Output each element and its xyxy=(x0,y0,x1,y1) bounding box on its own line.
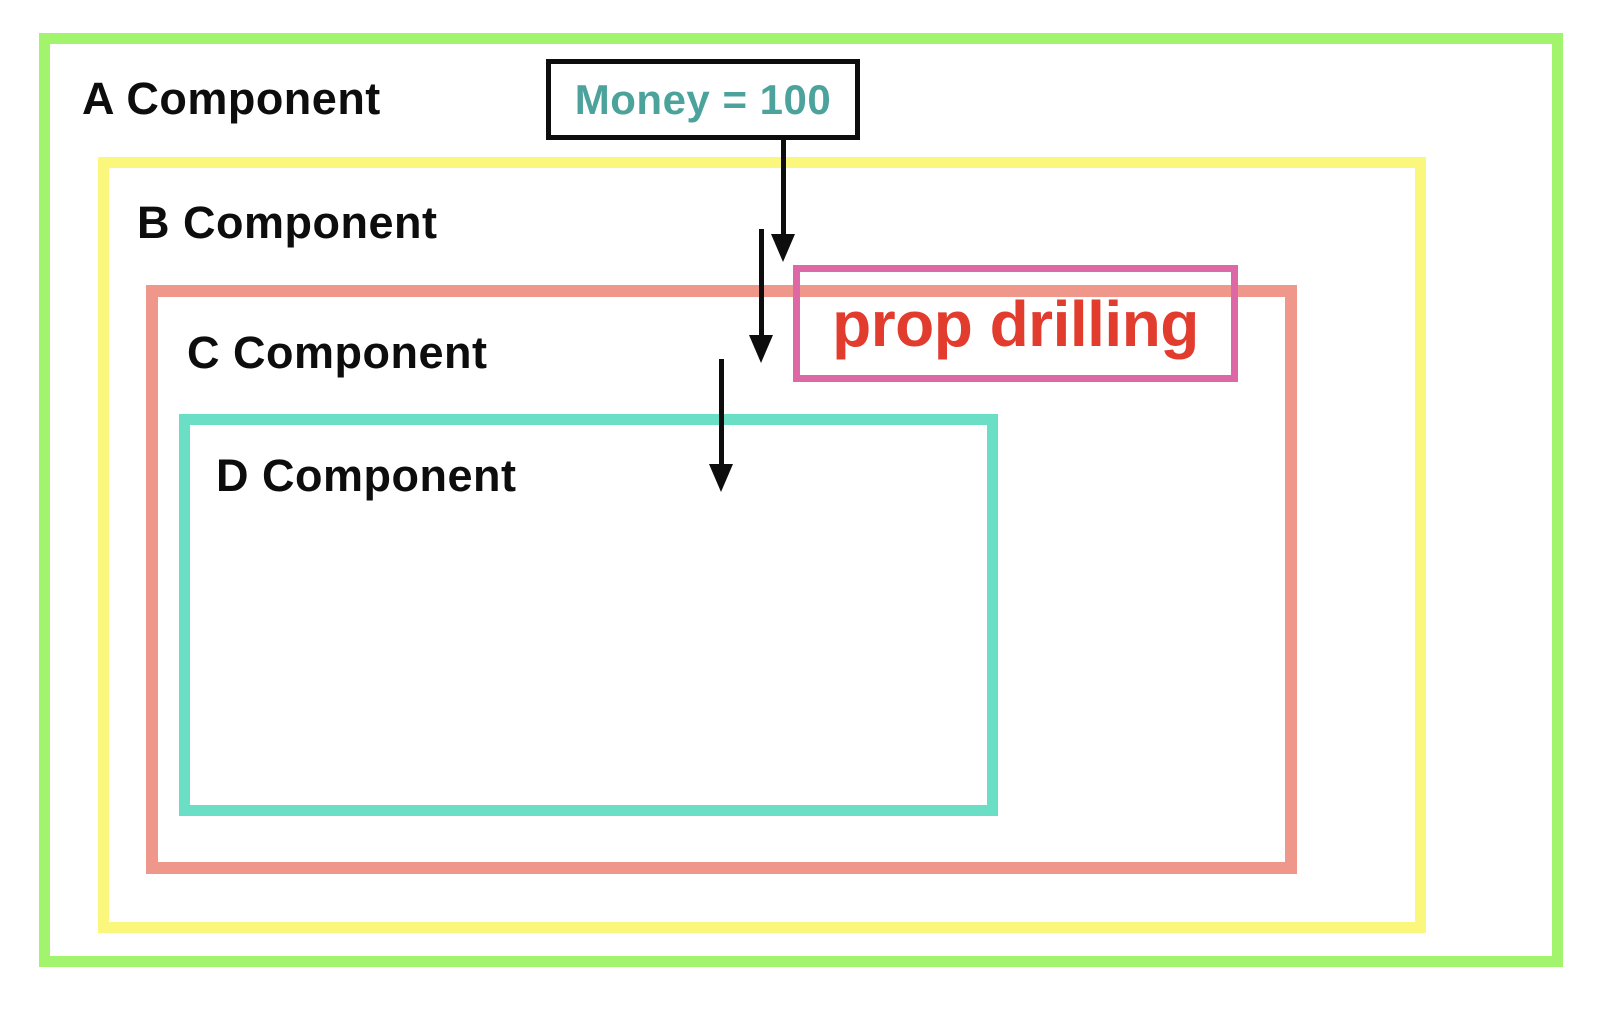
arrowhead-icon xyxy=(709,464,733,492)
arrow-shaft xyxy=(780,140,786,234)
money-value-label: Money = 100 xyxy=(574,75,832,123)
arrowhead-icon xyxy=(771,234,795,262)
component-d-box xyxy=(179,414,998,816)
component-a-label: A Component xyxy=(82,73,381,124)
arrowhead-icon xyxy=(749,335,773,363)
arrow-down-3-icon xyxy=(709,359,733,492)
arrow-down-1-icon xyxy=(771,140,795,262)
component-b-box xyxy=(98,157,1426,933)
arrow-shaft xyxy=(758,229,764,335)
component-d-label: D Component xyxy=(216,450,517,501)
component-c-label: C Component xyxy=(187,327,488,378)
arrow-shaft xyxy=(718,359,724,464)
prop-drilling-label: prop drilling xyxy=(832,287,1199,360)
component-c-box xyxy=(146,285,1297,874)
prop-drilling-box: prop drilling xyxy=(793,265,1238,382)
money-value-box: Money = 100 xyxy=(546,59,860,140)
component-a-box xyxy=(39,33,1563,967)
arrow-down-2-icon xyxy=(749,229,773,363)
component-b-label: B Component xyxy=(137,197,438,248)
